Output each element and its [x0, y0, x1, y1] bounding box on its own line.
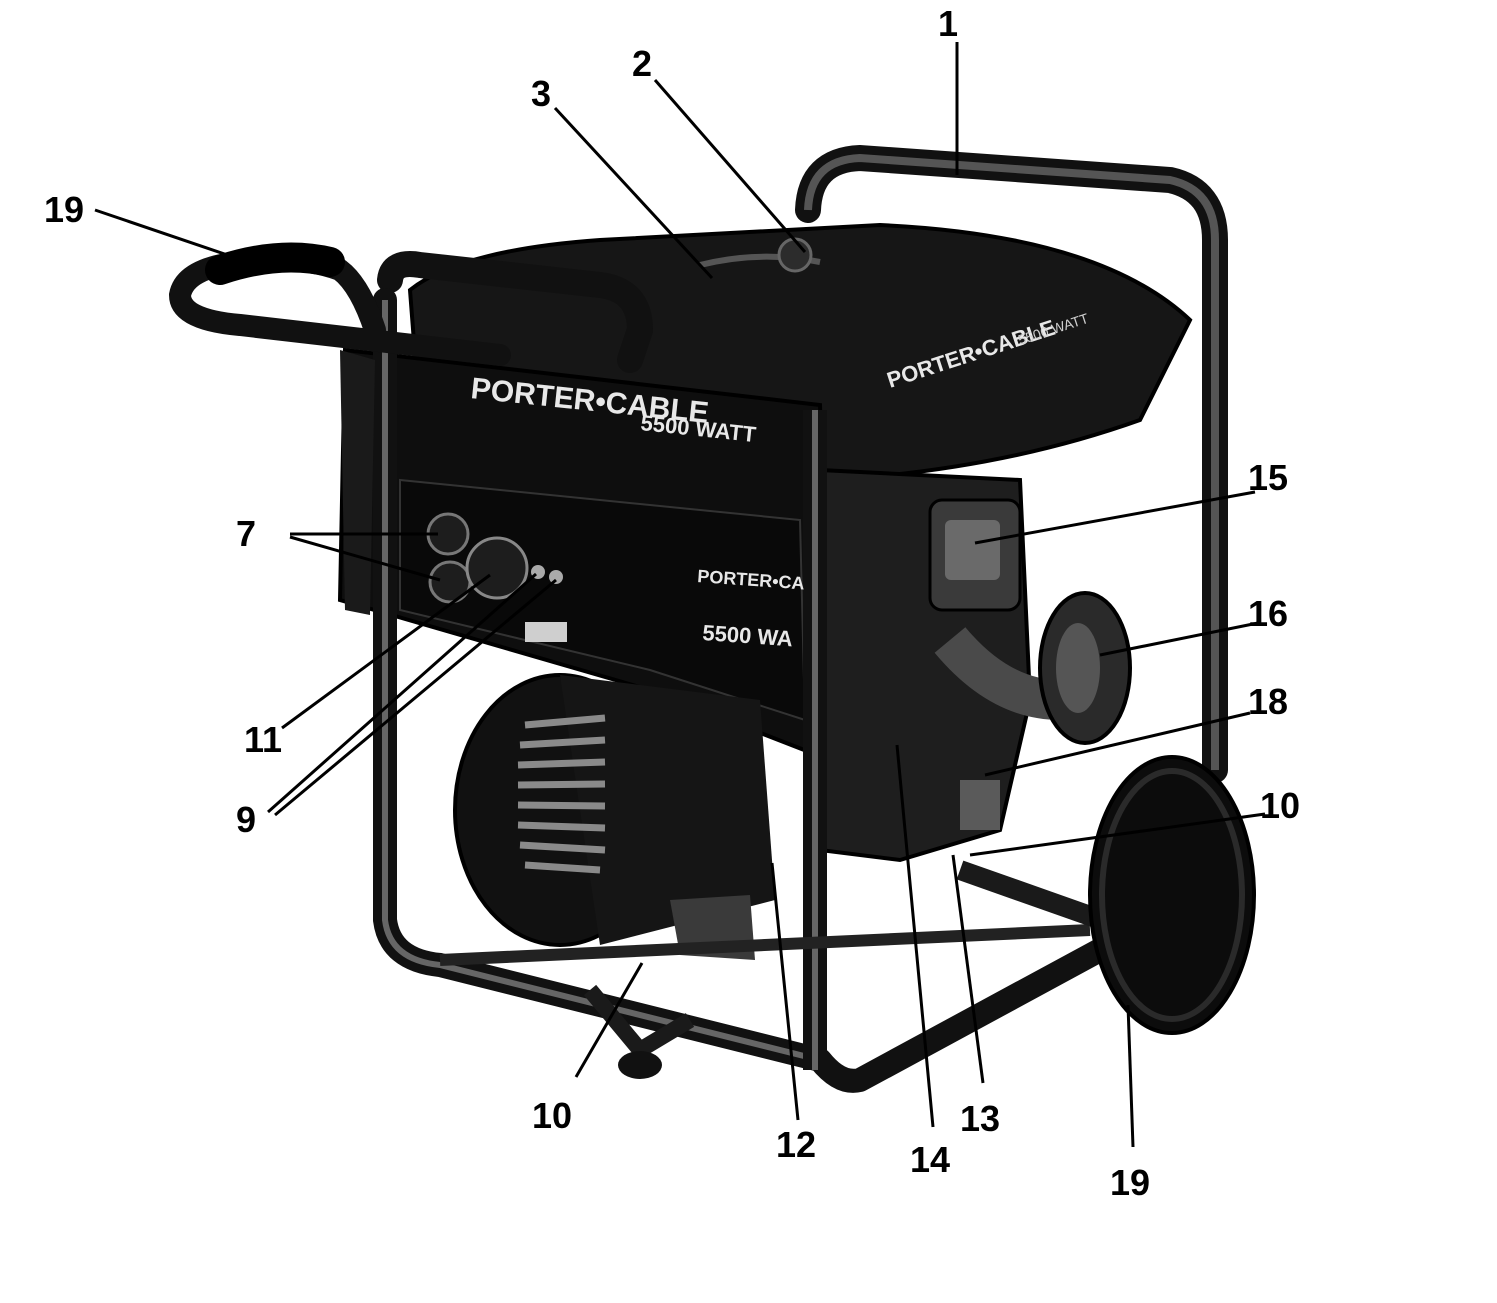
air-filter-cover: [945, 520, 1000, 580]
leader-19-handle: [94, 208, 249, 264]
callout-12: 12: [776, 1124, 817, 1165]
leader-15: [974, 490, 1256, 545]
wheel-tread: [1099, 768, 1245, 1022]
callout-11: 11: [244, 719, 283, 760]
rear-frame-inner: [804, 153, 1219, 770]
callout-14: 14: [910, 1139, 951, 1180]
callout-1: 1: [938, 3, 959, 44]
leader-2: [653, 79, 807, 253]
leader-9-b: [274, 578, 557, 817]
callout-19-handle: 19: [44, 189, 85, 230]
circuit-breaker-2: [549, 570, 563, 584]
alternator-body: [560, 675, 775, 945]
leader-3: [553, 106, 714, 280]
leader-9-a: [267, 572, 537, 814]
outlet-240v: [465, 536, 529, 600]
leader-7-bottom: [289, 535, 441, 582]
callout-3: 3: [531, 73, 552, 114]
leader-16: [1099, 621, 1259, 657]
callout-18: 18: [1248, 681, 1289, 722]
callout-13: 13: [960, 1098, 1001, 1139]
front-frame: [377, 251, 654, 373]
callout-10-bottom: 10: [532, 1095, 573, 1136]
support-leg: [583, 984, 695, 1061]
recoil-starter-hub: [1056, 623, 1100, 713]
leader-19-wheel: [1126, 1004, 1135, 1148]
leader-lines: [94, 42, 1266, 1148]
oil-fill: [960, 780, 1000, 830]
leader-12: [770, 862, 800, 1121]
callout-15: 15: [1248, 457, 1289, 498]
wheel: [1088, 755, 1256, 1035]
handle-bracket: [340, 350, 375, 615]
fuel-gauge: [777, 237, 813, 273]
callout-16: 16: [1248, 593, 1289, 634]
callout-10-right: 10: [1260, 785, 1301, 826]
handle-grip: [205, 242, 345, 285]
leader-18: [984, 711, 1251, 777]
leader-10-right: [969, 812, 1266, 857]
leader-13: [951, 854, 985, 1084]
leader-11: [281, 573, 491, 730]
callout-9: 9: [236, 799, 257, 840]
callout-2: 2: [632, 43, 653, 84]
callout-7: 7: [236, 513, 257, 554]
callout-19-wheel: 19: [1110, 1162, 1151, 1203]
outlet-120v-bottom: [428, 560, 472, 604]
front-frame-leg-highlight: [382, 300, 821, 1063]
hour-meter: [525, 622, 567, 642]
alternator-vents: [517, 714, 606, 874]
leader-10-bottom: [574, 962, 644, 1078]
leader-14: [895, 744, 935, 1128]
base-rail: [439, 924, 1091, 966]
rubber-foot: [618, 1051, 662, 1079]
